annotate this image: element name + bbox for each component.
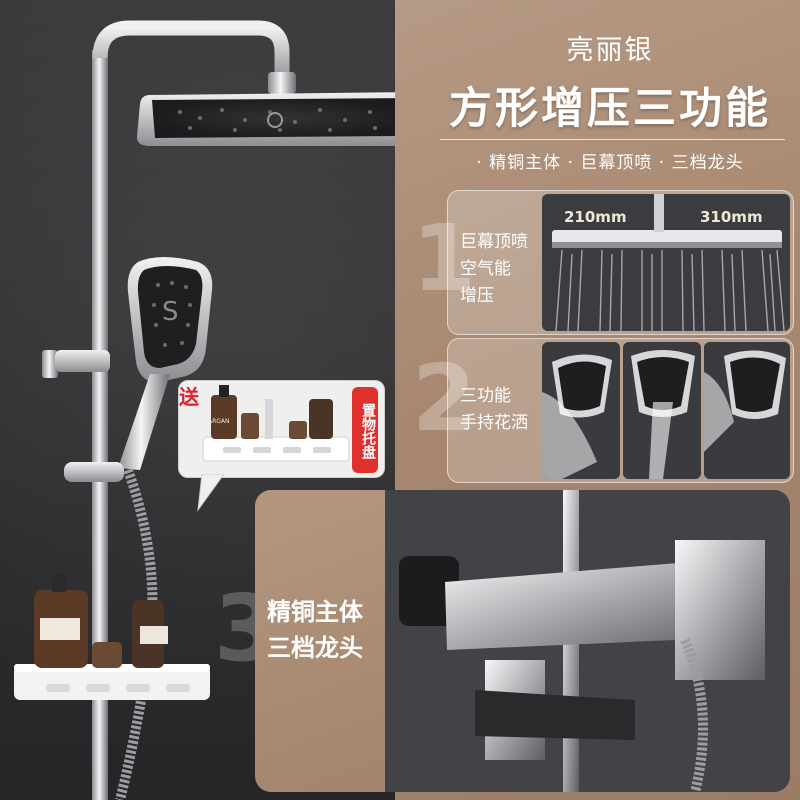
feature-1-text: 巨幕顶喷 空气能 增压 <box>460 229 528 310</box>
spray-mode-graphic-2 <box>623 342 701 479</box>
feature-1-line: 增压 <box>460 286 494 306</box>
feature-2-line: 三功能 <box>460 386 511 406</box>
spray-mode-graphic-3 <box>704 342 790 479</box>
feature-3-label-background <box>255 490 385 792</box>
gift-shelf-label: 置物托盘 <box>352 387 378 473</box>
feature-3-line: 精铜主体 <box>267 598 363 626</box>
feature-number-1: 1 <box>412 205 477 312</box>
spray-mode-photo-2 <box>623 342 701 479</box>
feature-2-line: 手持花洒 <box>460 413 528 433</box>
gift-tag: 送 <box>179 385 199 409</box>
spray-mode-photo-3 <box>704 342 790 479</box>
callout-pointer <box>197 474 225 512</box>
feature-3-line: 三档龙头 <box>267 634 363 662</box>
feature-2-text: 三功能 手持花洒 <box>460 383 528 437</box>
finish-label: 亮丽银 <box>566 35 654 66</box>
feature-card-hand-shower: 三功能 手持花洒 <box>447 338 794 483</box>
spray-mode-graphic-1 <box>542 342 620 479</box>
size-label-210: 210mm <box>564 208 627 226</box>
spray-mode-photo-1 <box>542 342 620 479</box>
feature-card-rain-shower: 巨幕顶喷 空气能 增压 210mm 310mm <box>447 190 794 335</box>
feature-3-text: 精铜主体 三档龙头 <box>267 594 363 666</box>
title-divider <box>440 139 785 140</box>
feature-card-faucet: 精铜主体 三档龙头 <box>255 490 790 792</box>
gift-shelf-graphic: ARGAN <box>202 385 350 462</box>
svg-text:S: S <box>162 297 179 327</box>
gift-shelf-callout: ARGAN 送 置物托盘 <box>178 380 385 478</box>
shower-system-illustration: S <box>14 20 400 800</box>
product-headline: 方形增压三功能 <box>449 84 771 134</box>
feature-summary: · 精铜主体 · 巨幕顶喷 · 三档龙头 <box>476 153 744 173</box>
rain-shower-photo: 210mm 310mm <box>542 194 790 331</box>
feature-1-line: 空气能 <box>460 259 511 279</box>
size-label-310: 310mm <box>700 208 763 226</box>
faucet-graphic <box>385 490 790 792</box>
feature-1-line: 巨幕顶喷 <box>460 232 528 252</box>
bottle-brand-text: ARGAN <box>208 418 230 425</box>
rain-shower-graphic: 210mm 310mm <box>542 194 790 331</box>
feature-number-2: 2 <box>412 345 477 452</box>
